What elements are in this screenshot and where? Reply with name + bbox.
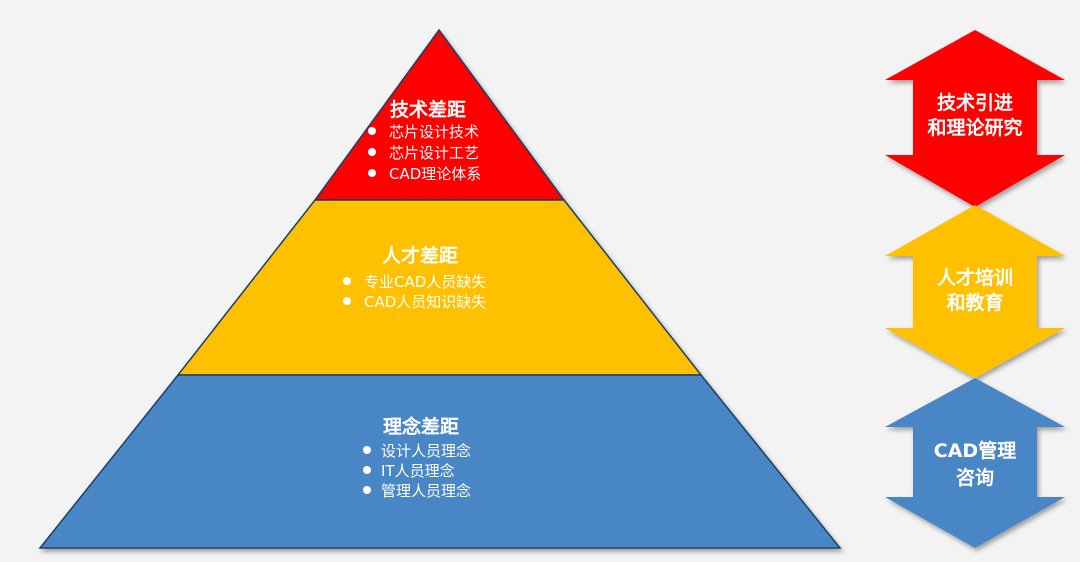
- arrow-1-label-line-1: 技术引进: [937, 91, 1013, 114]
- bullet-dot: [343, 297, 351, 305]
- arrow-labels: 技术引进 和理论研究 人才培训 和教育 CAD管理 咨询: [927, 91, 1022, 489]
- arrow-2-label-line-2: 和教育: [946, 291, 1003, 314]
- tier-bottom-item-2: IT人员理念: [381, 462, 455, 480]
- pyramid: [38, 28, 842, 549]
- pyramid-tier-bottom: [38, 374, 842, 549]
- tier-top-item-3: CAD理论体系: [389, 165, 481, 183]
- tier-top-item-2: 芯片设计工艺: [389, 144, 479, 162]
- bullet-dot: [368, 169, 376, 177]
- tier-bottom-item-3: 管理人员理念: [381, 482, 471, 500]
- tier-top-text: 技术差距 芯片设计技术 芯片设计工艺 CAD理论体系: [368, 98, 481, 183]
- bullet-dot: [363, 446, 371, 454]
- tier-bottom-title: 理念差距: [383, 415, 459, 438]
- tier-middle-title: 人才差距: [382, 244, 458, 267]
- double-arrow-shape: [885, 30, 1065, 207]
- tier-bottom-text: 理念差距 设计人员理念 IT人员理念 管理人员理念: [363, 415, 471, 500]
- bullet-dot: [368, 148, 376, 156]
- bullet-dot: [363, 486, 371, 494]
- tier-middle-item-2: CAD人员知识缺失: [364, 293, 486, 311]
- arrow-1-label-line-2: 和理论研究: [927, 116, 1022, 139]
- bullet-dot: [343, 277, 351, 285]
- bullet-dot: [368, 127, 376, 135]
- tier-middle-text: 人才差距 专业CAD人员缺失 CAD人员知识缺失: [343, 244, 486, 311]
- tier-top-title: 技术差距: [390, 98, 466, 121]
- arrow-3-label-line-1: CAD管理: [934, 439, 1016, 462]
- arrow-3-label-line-2: 咨询: [956, 466, 994, 489]
- arrow-column: [885, 30, 1065, 548]
- tier-top-item-1: 芯片设计技术: [389, 123, 479, 141]
- double-arrow-shape: [885, 378, 1065, 548]
- bullet-dot: [363, 466, 371, 474]
- tier-bottom-item-1: 设计人员理念: [381, 442, 471, 460]
- double-arrow-shape: [885, 205, 1065, 378]
- tier-middle-item-1: 专业CAD人员缺失: [364, 273, 486, 291]
- arrow-2-label-line-1: 人才培训: [937, 266, 1013, 289]
